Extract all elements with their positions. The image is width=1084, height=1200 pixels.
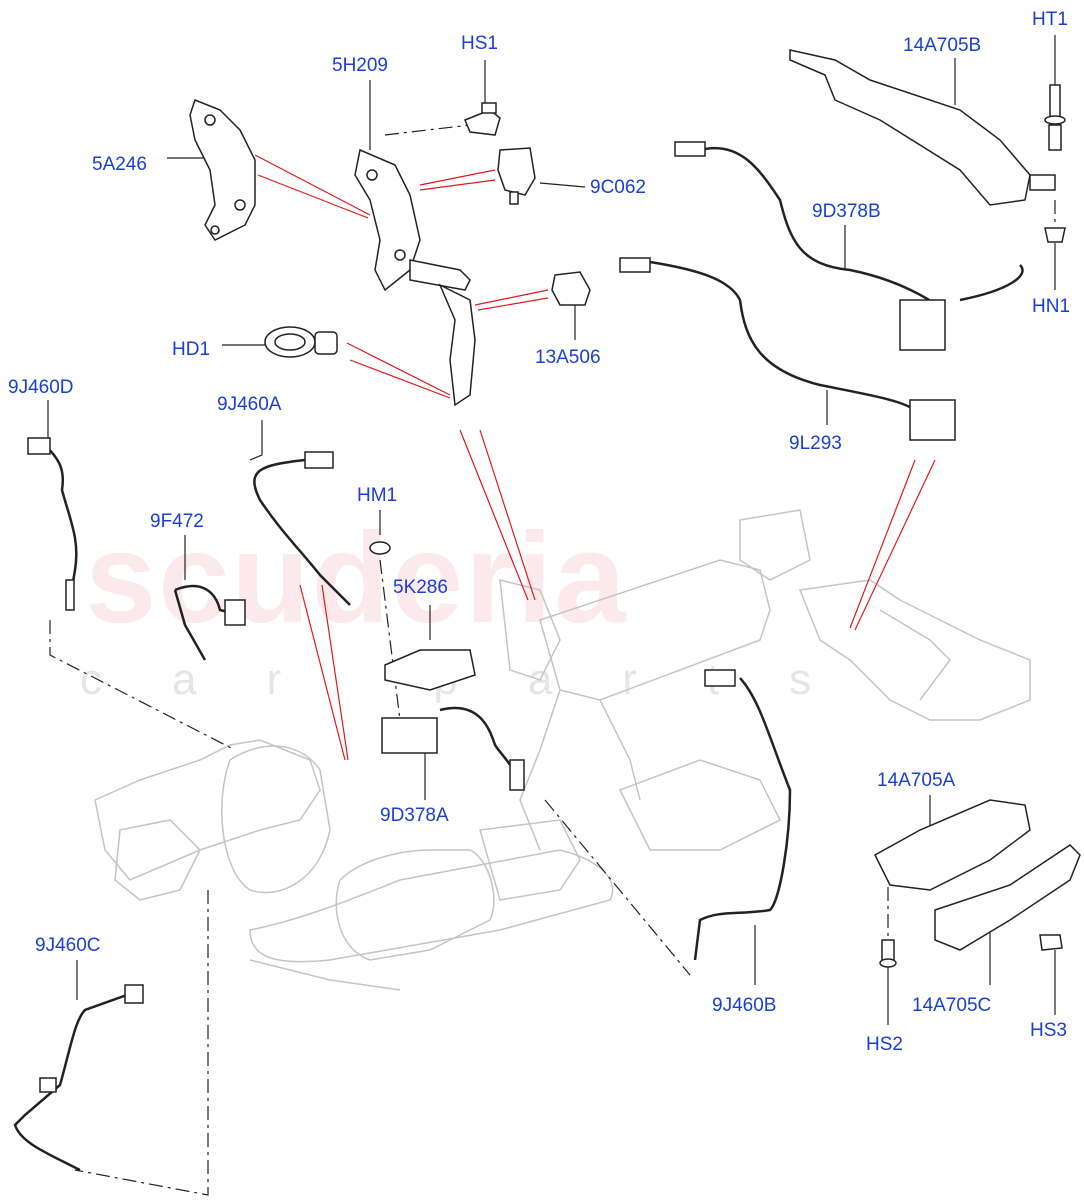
part-14a705c-bracket [934,844,1081,951]
label-9j460d: 9J460D [8,377,74,398]
part-9j460b-sensor [693,669,792,961]
part-9c062-sensor [497,147,536,205]
label-hs3: HS3 [1030,1020,1067,1041]
part-14a705b-bracket [789,49,1056,206]
label-9d378a: 9D378A [380,805,449,826]
label-9f472: 9F472 [150,511,204,532]
label-hd1: HD1 [172,339,211,360]
part-13a506-clip [551,271,591,306]
label-hm1: HM1 [357,485,398,506]
part-hs3-bolt [1039,934,1063,951]
label-hs2: HS2 [866,1034,903,1055]
part-9j460d-sensor [27,437,78,611]
part-5k286-bracket [384,649,476,691]
label-14a705b: 14A705B [903,35,982,56]
label-9j460c: 9J460C [35,935,101,956]
part-14a705a-bracket [874,799,1031,891]
label-5h209: 5H209 [332,55,388,76]
part-hd1-clamp [264,326,338,358]
label-9c062: 9C062 [590,177,646,198]
part-9j460a-sensor [253,451,351,606]
watermark-brand: scuderia [85,507,628,650]
label-14a705a: 14A705A [877,770,956,791]
part-ht1-stud [1044,84,1066,151]
label-9j460a: 9J460A [217,394,282,415]
part-9d378a-module [381,706,525,791]
part-5a246-bracket [189,99,256,241]
exhaust-assembly-ghost [94,509,1031,991]
part-9f472-sensor [173,584,246,661]
part-hs1-bolt [464,102,501,136]
part-9l293-harness [619,257,956,441]
label-9d378b: 9D378B [812,201,881,222]
label-5k286: 5K286 [393,577,448,598]
label-hn1: HN1 [1032,296,1071,317]
label-hs1: HS1 [461,33,498,54]
red-callout-lines [254,154,936,761]
part-5h209-bracket [354,148,476,407]
part-hm1-grommet [369,541,391,555]
label-5a246: 5A246 [92,154,147,175]
label-ht1: HT1 [1032,9,1068,30]
part-hn1-nut [1044,227,1066,243]
part-9d378b-harness [674,141,1024,351]
part-hs2-bolt [879,939,897,968]
label-9l293: 9L293 [789,433,842,454]
part-9j460c-sensor [13,984,144,1172]
label-14a705c: 14A705C [912,995,992,1016]
label-13a506: 13A506 [535,347,601,368]
label-9j460b: 9J460B [712,995,777,1016]
